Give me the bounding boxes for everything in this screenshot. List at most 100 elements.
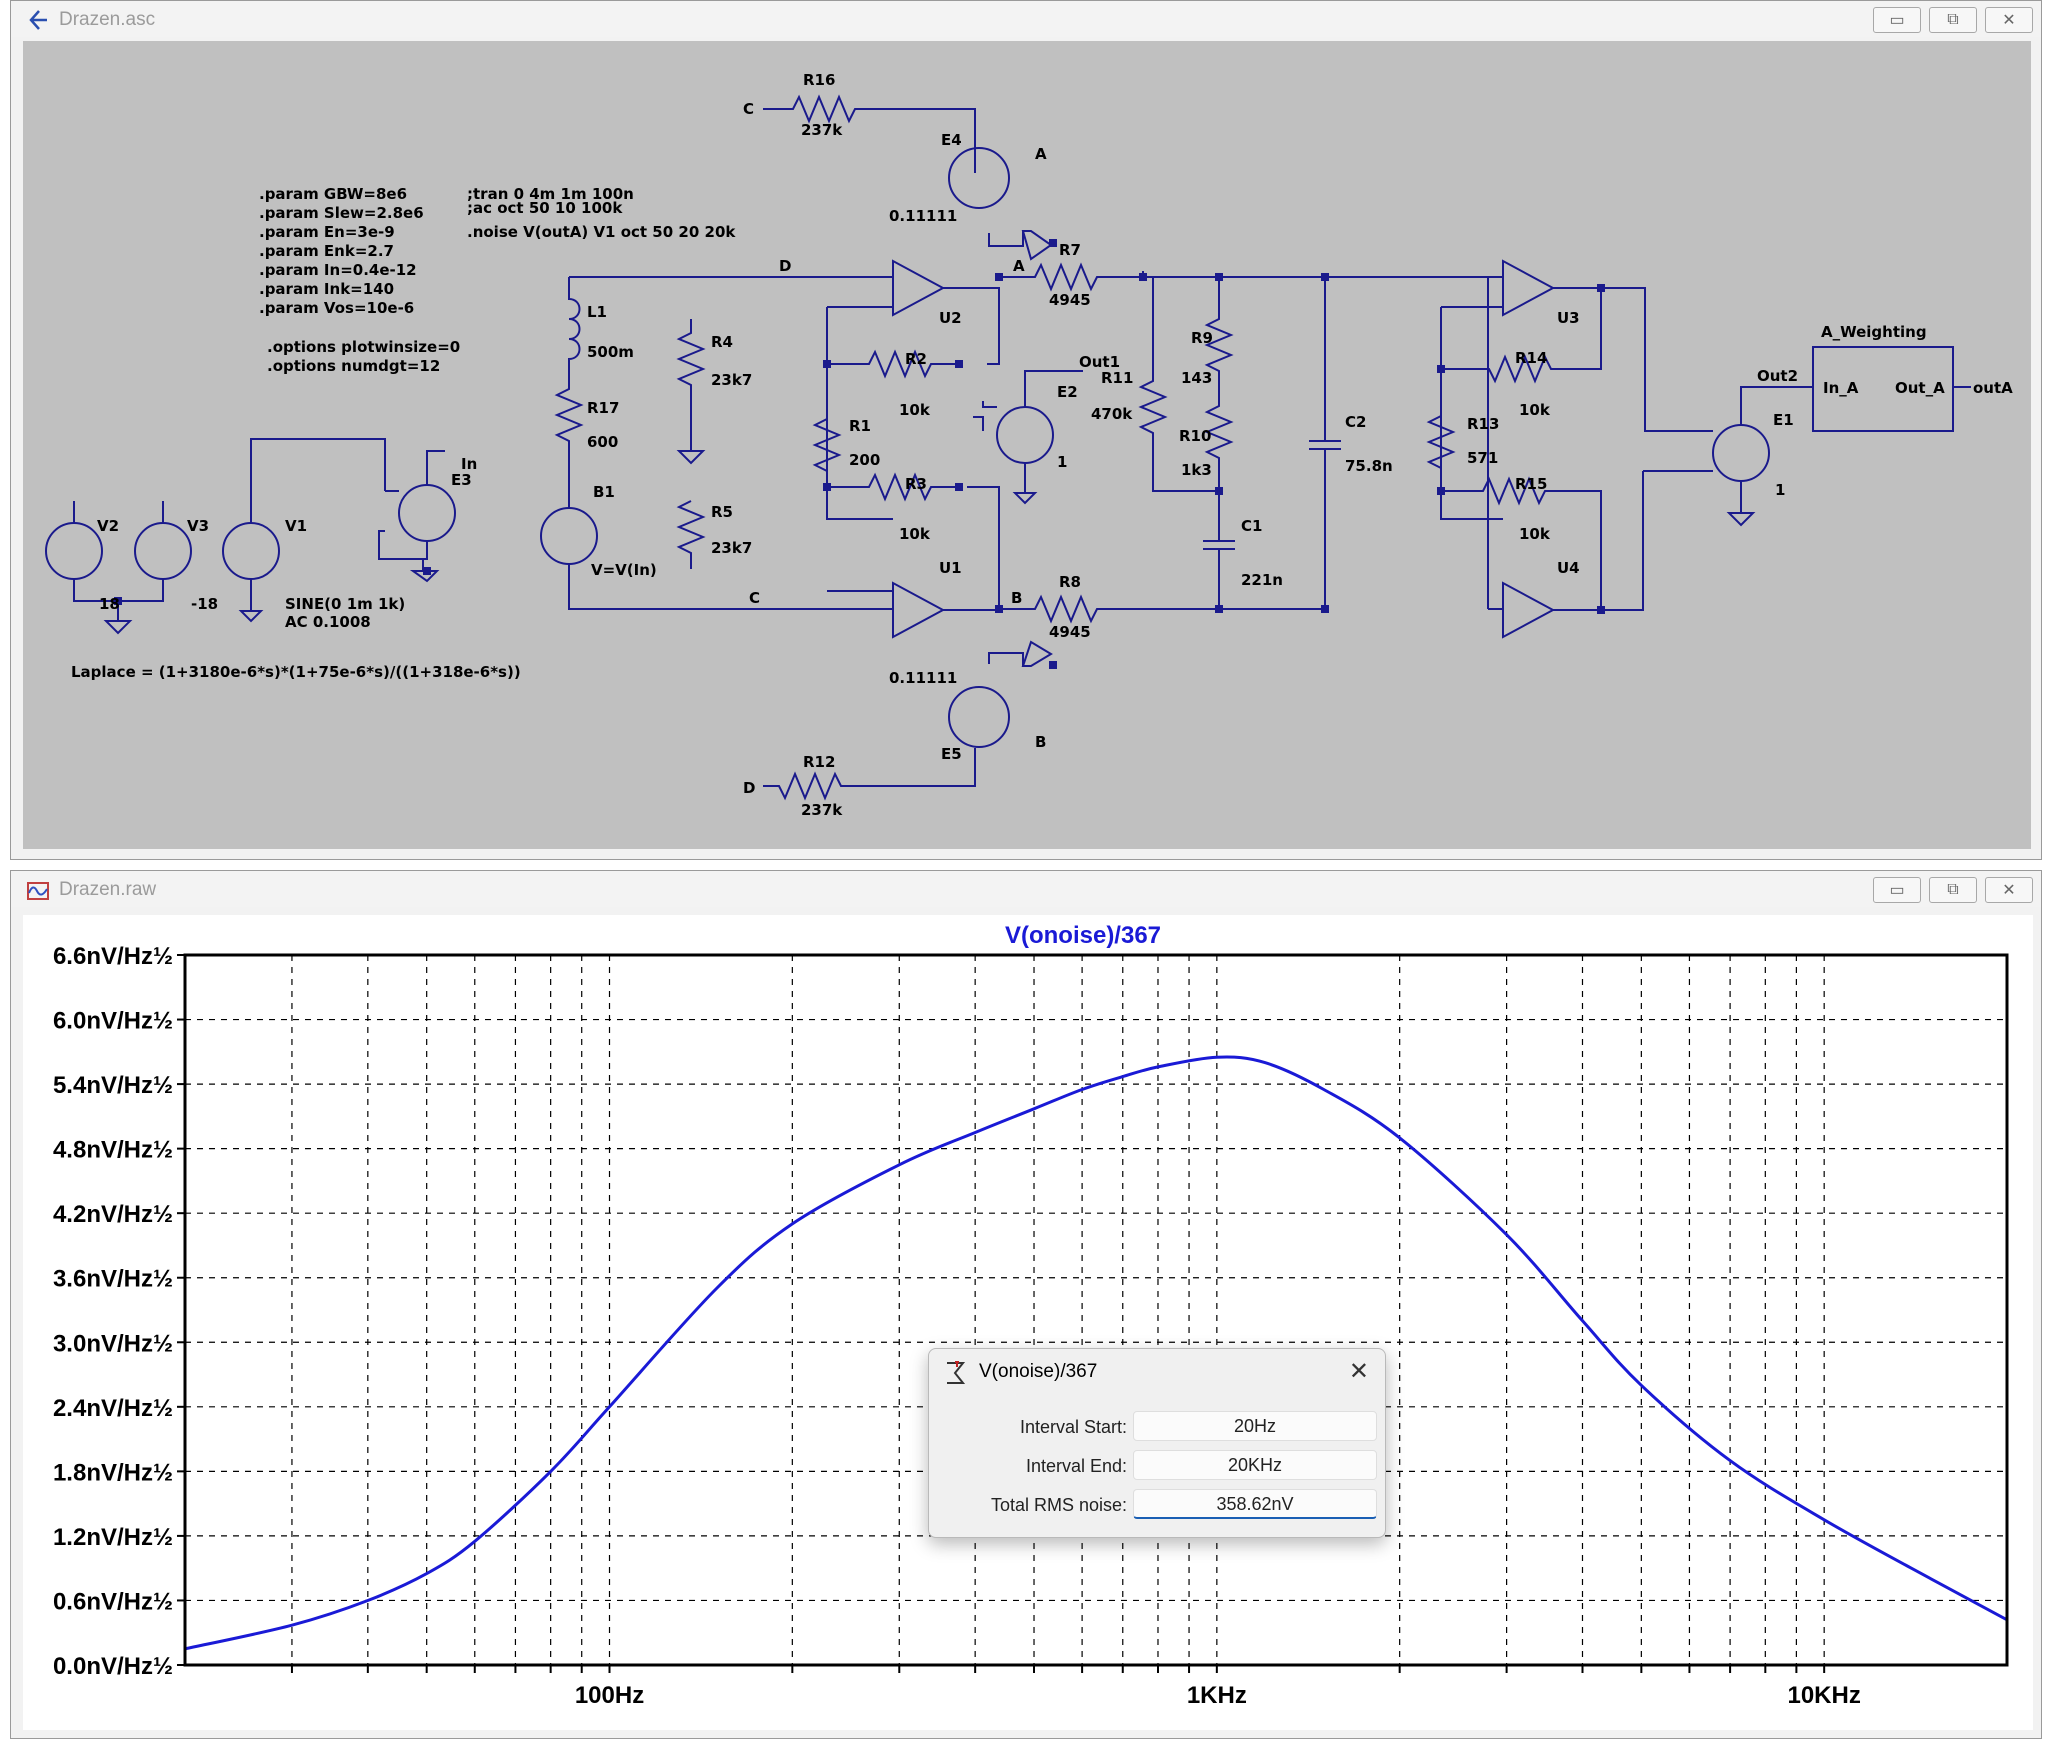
label-R4[interactable]: R4 xyxy=(711,333,733,351)
label-R1[interactable]: R1 xyxy=(849,417,871,435)
label-R11[interactable]: R11 xyxy=(1101,369,1133,387)
label-R7[interactable]: R7 xyxy=(1059,241,1081,259)
label-L1[interactable]: L1 xyxy=(587,303,607,321)
label-C1-val[interactable]: 221n xyxy=(1241,571,1283,589)
param-line-6[interactable]: .param Vos=10e-6 xyxy=(259,299,414,317)
label-R10-val[interactable]: 1k3 xyxy=(1181,461,1212,479)
label-U3[interactable]: U3 xyxy=(1557,309,1580,327)
label-E5[interactable]: E5 xyxy=(941,745,962,763)
options-line-1[interactable]: .options numdgt=12 xyxy=(267,357,440,375)
label-C2-val[interactable]: 75.8n xyxy=(1345,457,1393,475)
label-R2-val[interactable]: 10k xyxy=(899,401,931,419)
restore-button[interactable]: ⧉ xyxy=(1929,877,1977,903)
sim-cmd-1[interactable]: ;ac oct 50 10 100k xyxy=(467,199,623,217)
label-R15-val[interactable]: 10k xyxy=(1519,525,1551,543)
interval-end-field[interactable]: 20KHz xyxy=(1133,1450,1377,1480)
label-B1-val[interactable]: V=V(In) xyxy=(591,561,657,579)
label-E5-val[interactable]: 0.11111 xyxy=(889,669,957,687)
label-U1[interactable]: U1 xyxy=(939,559,962,577)
label-R10[interactable]: R10 xyxy=(1179,427,1211,445)
close-button[interactable]: ✕ xyxy=(1985,877,2033,903)
label-B1[interactable]: B1 xyxy=(593,483,615,501)
label-R5-val[interactable]: 23k7 xyxy=(711,539,752,557)
plot-title: Drazen.raw xyxy=(59,879,157,900)
param-line-1[interactable]: .param Slew=2.8e6 xyxy=(259,204,424,222)
label-R14[interactable]: R14 xyxy=(1515,349,1547,367)
label-R8-val[interactable]: 4945 xyxy=(1049,623,1091,641)
label-netD: D xyxy=(779,257,791,275)
label-R8[interactable]: R8 xyxy=(1059,573,1081,591)
param-line-4[interactable]: .param In=0.4e-12 xyxy=(259,261,417,279)
label-R14-val[interactable]: 10k xyxy=(1519,401,1551,419)
options-line-0[interactable]: .options plotwinsize=0 xyxy=(267,338,460,356)
label-netD-bot: D xyxy=(743,779,755,797)
label-R11-val[interactable]: 470k xyxy=(1091,405,1133,423)
label-E1-val[interactable]: 1 xyxy=(1775,481,1785,499)
total-rms-field[interactable]: 358.62nV xyxy=(1133,1489,1377,1519)
plot-frame xyxy=(183,953,2009,1667)
label-R2[interactable]: R2 xyxy=(905,350,927,368)
label-R3-val[interactable]: 10k xyxy=(899,525,931,543)
label-U4[interactable]: U4 xyxy=(1557,559,1580,577)
label-R9-val[interactable]: 143 xyxy=(1181,369,1212,387)
label-E1[interactable]: E1 xyxy=(1773,411,1794,429)
trace-title[interactable]: V(onoise)/367 xyxy=(1005,922,1161,949)
param-line-3[interactable]: .param Enk=2.7 xyxy=(259,242,394,260)
label-V1-val1[interactable]: SINE(0 1m 1k) xyxy=(285,595,405,613)
dialog-title: V(onoise)/367 xyxy=(979,1361,1098,1382)
label-R16-val[interactable]: 237k xyxy=(801,121,843,139)
label-C2[interactable]: C2 xyxy=(1345,413,1366,431)
laplace-expression[interactable]: Laplace = (1+3180e-6*s)*(1+75e-6*s)/((1+… xyxy=(71,663,521,681)
label-R12-val[interactable]: 237k xyxy=(801,801,843,819)
x-tick-label-0: 100Hz xyxy=(575,1682,644,1709)
schematic-titlebar[interactable]: Drazen.asc ▭ ⧉ ✕ xyxy=(11,1,2041,37)
label-V2-val[interactable]: 18 xyxy=(99,595,120,613)
label-R12[interactable]: R12 xyxy=(803,753,835,771)
param-line-5[interactable]: .param Ink=140 xyxy=(259,280,394,298)
label-E3[interactable]: E3 xyxy=(451,471,472,489)
sim-cmd-0[interactable]: ;tran 0 4m 1m 100n xyxy=(467,185,634,203)
label-V3[interactable]: V3 xyxy=(187,517,209,535)
y-tick-label-7: 4.2nV/Hz½ xyxy=(53,1201,173,1228)
label-C1[interactable]: C1 xyxy=(1241,517,1262,535)
label-R4-val[interactable]: 23k7 xyxy=(711,371,752,389)
close-button[interactable]: ✕ xyxy=(1985,7,2033,33)
interval-start-field[interactable]: 20Hz xyxy=(1133,1411,1377,1441)
restore-button[interactable]: ⧉ xyxy=(1929,7,1977,33)
param-line-0[interactable]: .param GBW=8e6 xyxy=(259,185,407,203)
sim-cmd-2[interactable]: .noise V(outA) V1 oct 50 20 20k xyxy=(467,223,736,241)
label-E2-val[interactable]: 1 xyxy=(1057,453,1067,471)
param-line-2[interactable]: .param En=3e-9 xyxy=(259,223,395,241)
label-E4[interactable]: E4 xyxy=(941,131,962,149)
label-V3-val[interactable]: -18 xyxy=(191,595,218,613)
minimize-button[interactable]: ▭ xyxy=(1873,7,1921,33)
label-R17-val[interactable]: 600 xyxy=(587,433,618,451)
label-L1-val[interactable]: 500m xyxy=(587,343,634,361)
minimize-button[interactable]: ▭ xyxy=(1873,877,1921,903)
y-tick-label-6: 3.6nV/Hz½ xyxy=(53,1266,173,1293)
label-U2[interactable]: U2 xyxy=(939,309,962,327)
plot-titlebar[interactable]: Drazen.raw ▭ ⧉ ✕ xyxy=(11,871,2041,907)
label-R7-val[interactable]: 4945 xyxy=(1049,291,1091,309)
label-A-Weighting[interactable]: A_Weighting xyxy=(1821,323,1927,341)
schematic-canvas[interactable]: .param GBW=8e6 .param Slew=2.8e6 .param … xyxy=(23,41,2031,849)
label-R3[interactable]: R3 xyxy=(905,475,927,493)
label-R13[interactable]: R13 xyxy=(1467,415,1499,433)
label-R9[interactable]: R9 xyxy=(1191,329,1213,347)
label-E4-val[interactable]: 0.11111 xyxy=(889,207,957,225)
label-E2[interactable]: E2 xyxy=(1057,383,1078,401)
label-R16[interactable]: R16 xyxy=(803,71,835,89)
label-R15[interactable]: R15 xyxy=(1515,475,1547,493)
label-R17[interactable]: R17 xyxy=(587,399,619,417)
close-icon[interactable]: ✕ xyxy=(1348,1358,1369,1385)
label-V1-val2[interactable]: AC 0.1008 xyxy=(285,613,371,631)
series-line-onoise[interactable] xyxy=(184,1055,2008,1651)
label-R1-val[interactable]: 200 xyxy=(849,451,880,469)
label-R13-val[interactable]: 571 xyxy=(1467,449,1498,467)
label-V1[interactable]: V1 xyxy=(285,517,307,535)
label-V2[interactable]: V2 xyxy=(97,517,119,535)
label-R5[interactable]: R5 xyxy=(711,503,733,521)
